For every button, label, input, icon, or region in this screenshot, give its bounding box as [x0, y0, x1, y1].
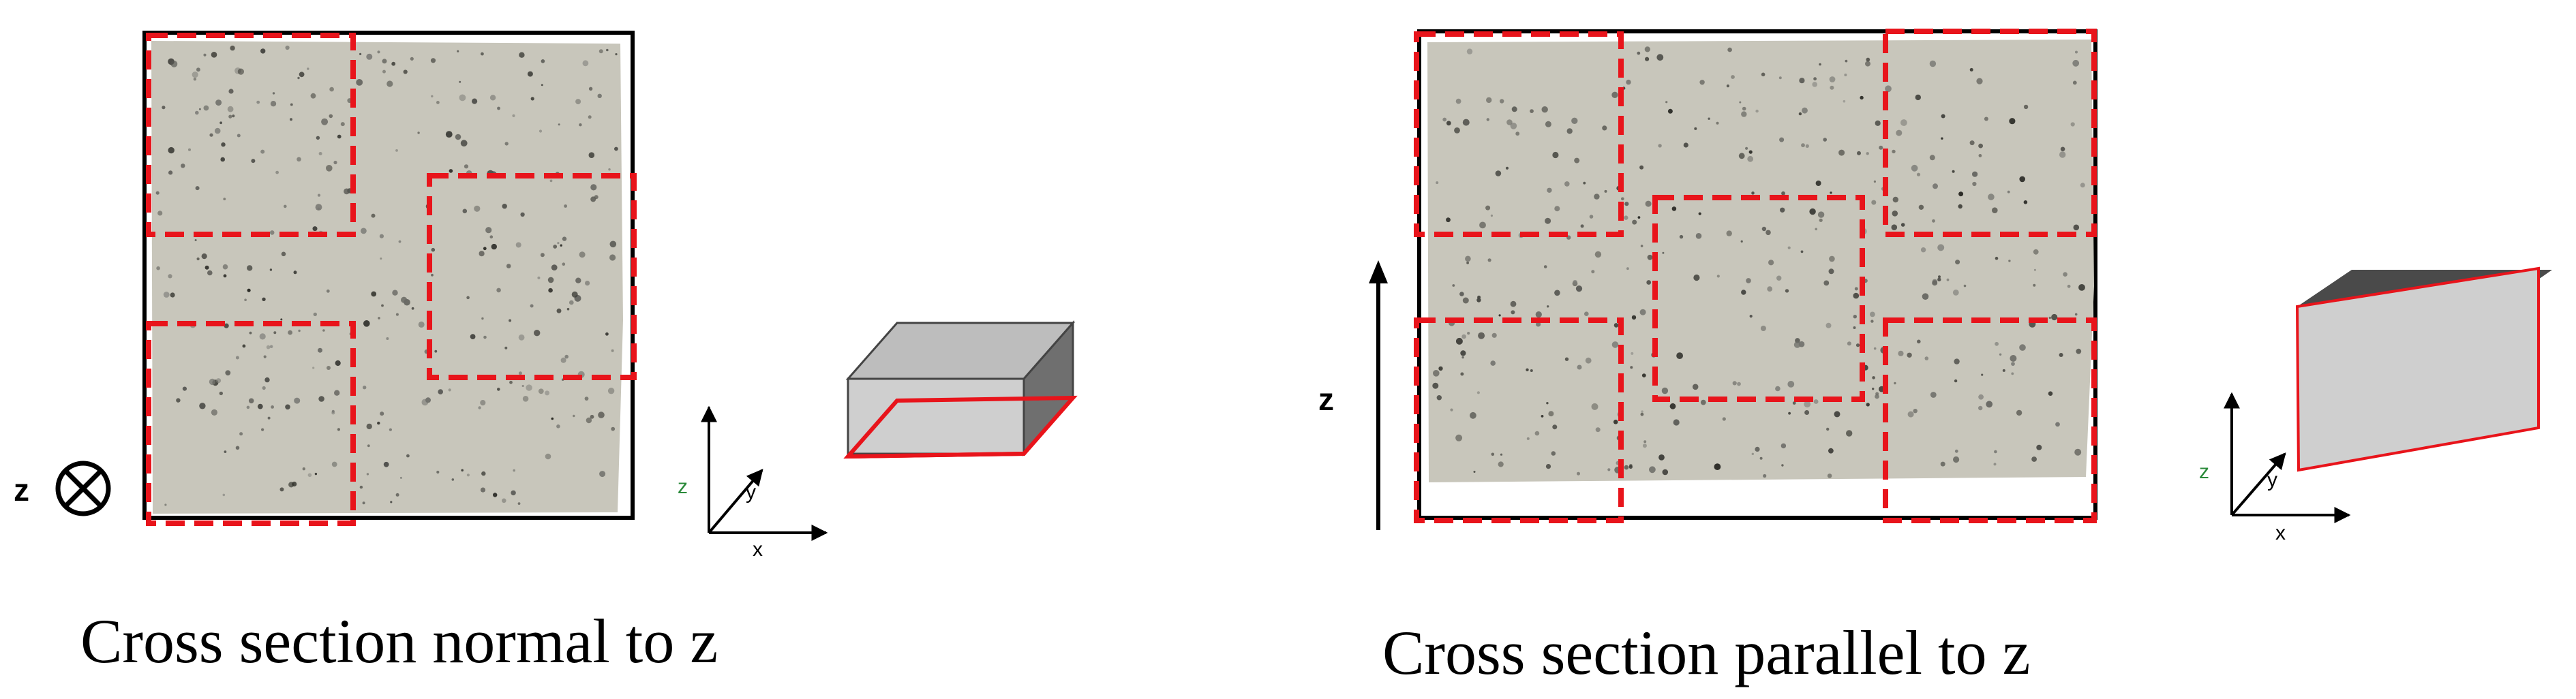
axis-label-z-left: z [14, 472, 29, 508]
sample-region-right-3 [1652, 195, 1865, 402]
axis-label-z-right: z [1318, 382, 1334, 417]
sample-region-left-1 [146, 33, 356, 237]
sample-region-right-5 [1883, 317, 2097, 523]
mini-axis-x-left: x [753, 538, 763, 561]
mini-axis-z-left: z [678, 476, 688, 498]
panel-normal-to-z: z z y x [14, 31, 1078, 561]
caption-normal-to-z: Cross section normal to z [80, 606, 718, 676]
mini-axes-left [701, 405, 828, 541]
specimen-image-right [1427, 40, 2094, 482]
mini-axis-y-right: y [2267, 469, 2277, 491]
mini-axis-y-left: y [746, 481, 756, 503]
specimen-particles-right [1432, 46, 2085, 478]
sample-region-left-2 [427, 173, 637, 380]
sample-region-right-4 [1414, 317, 1624, 523]
into-page-symbol-icon [55, 461, 111, 516]
mini-axis-z-right: z [2199, 461, 2209, 483]
mini-axis-x-right: x [2275, 522, 2286, 544]
caption-parallel-to-z: Cross section parallel to z [1382, 618, 2031, 687]
z-direction-arrow [1369, 260, 1388, 530]
specimen-image-left [151, 41, 623, 514]
sample-region-right-1 [1414, 31, 1624, 237]
panel-parallel-to-z: z z y x [1318, 29, 2552, 544]
mini-axes-right [2224, 392, 2351, 523]
specimen-particles-left [155, 45, 618, 506]
cross-section-box-normal-icon [843, 320, 1078, 459]
sample-region-left-3 [146, 321, 356, 526]
sample-region-right-2 [1883, 29, 2097, 237]
cross-section-plane-parallel-icon [2295, 266, 2552, 472]
